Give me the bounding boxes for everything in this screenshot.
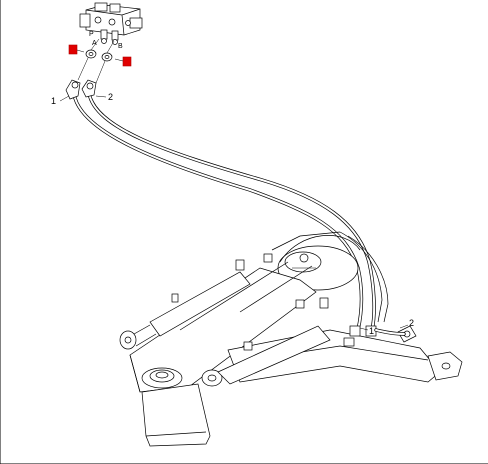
callout-item-1-top: 1	[51, 96, 56, 106]
red-marker-left	[68, 44, 78, 55]
port-label-p: P	[89, 31, 94, 38]
red-marker-right	[122, 56, 132, 67]
hose-fittings-top	[65, 79, 97, 100]
callout-item-2-top: 2	[108, 92, 113, 102]
frame-assembly	[119, 231, 463, 447]
hose-1	[72, 92, 364, 332]
seal-washers	[77, 38, 115, 84]
callout-item-1-right: 1	[369, 326, 374, 336]
port-label-b: B	[118, 43, 123, 50]
valve-block	[79, 2, 143, 45]
hose-2	[87, 91, 376, 332]
port-label-a: A	[92, 40, 97, 47]
hose-2-lower-run	[374, 328, 406, 336]
callout-item-2-right: 2	[409, 318, 414, 328]
